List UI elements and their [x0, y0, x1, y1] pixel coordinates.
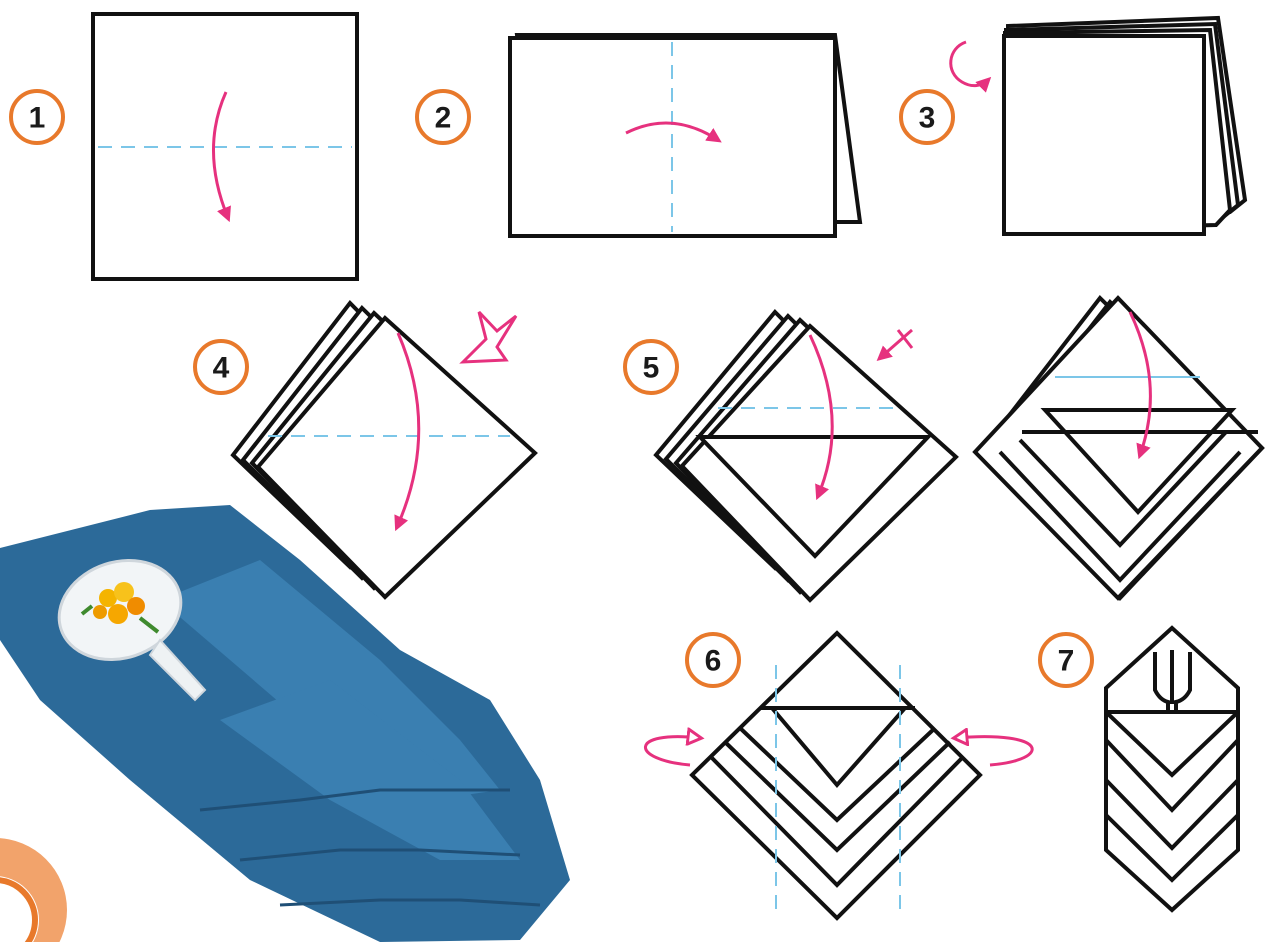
step-2: 2	[417, 35, 860, 236]
step-7: 7	[1040, 628, 1238, 910]
step-1: 1	[11, 14, 357, 279]
step-4-badge: 4	[195, 341, 247, 393]
partial-step-badge	[0, 838, 67, 942]
step-2-badge: 2	[417, 91, 469, 143]
step-5: 5	[625, 312, 956, 600]
finished-napkin-photo	[0, 505, 570, 942]
open-pointer-arrow	[463, 312, 516, 362]
step-5-number: 5	[643, 352, 660, 385]
step-3-number: 3	[919, 102, 936, 135]
step-6-number: 6	[705, 645, 722, 678]
step-2-number: 2	[435, 102, 452, 135]
rotate-arrow	[951, 42, 988, 86]
step-6-badge: 6	[687, 634, 739, 686]
fold-left-side-arrow	[645, 737, 700, 765]
step-7-badge: 7	[1040, 634, 1092, 686]
step-1-number: 1	[29, 102, 46, 135]
step-3-badge: 3	[901, 91, 953, 143]
step-4-number: 4	[213, 352, 230, 385]
step-1-badge: 1	[11, 91, 63, 143]
folded-square	[1004, 36, 1204, 234]
step-7-number: 7	[1058, 645, 1075, 678]
step-6: 6	[645, 633, 1032, 918]
step-3: 3	[901, 18, 1245, 234]
step-5-badge: 5	[625, 341, 677, 393]
step-5b	[975, 298, 1262, 598]
